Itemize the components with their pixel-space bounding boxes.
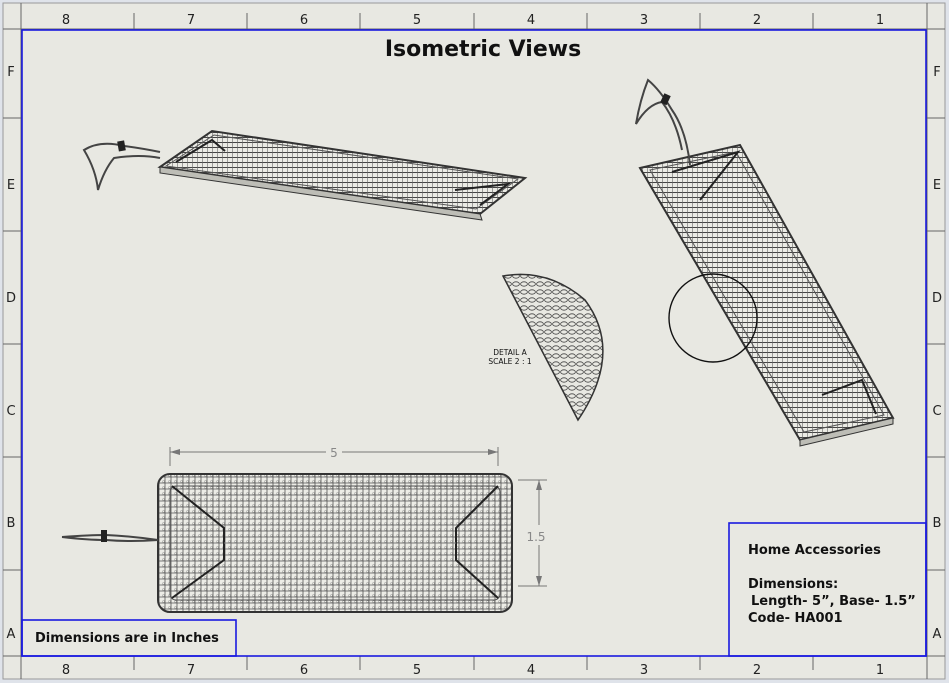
detail-scale: SCALE 2 : 1 bbox=[488, 357, 531, 366]
zone-col-label: 3 bbox=[640, 663, 648, 678]
dimensions-heading: Dimensions: bbox=[748, 577, 838, 592]
isometric-view-side bbox=[635, 78, 895, 447]
zone-col-label: 2 bbox=[753, 663, 761, 678]
zone-col-label: 3 bbox=[640, 13, 648, 28]
zone-col-label: 7 bbox=[187, 13, 195, 28]
zone-col-label: 5 bbox=[413, 663, 421, 678]
zone-col-label: 8 bbox=[62, 13, 70, 28]
drawing-frame bbox=[21, 29, 927, 657]
dimensions-value: Length- 5”, Base- 1.5” bbox=[751, 594, 916, 609]
zone-row-label: F bbox=[7, 65, 14, 80]
dimension-length: 5 bbox=[330, 446, 338, 460]
zone-row-label: B bbox=[7, 516, 16, 531]
title-block bbox=[728, 522, 927, 657]
zone-col-label: 4 bbox=[527, 13, 535, 28]
detail-a-view: DETAIL A SCALE 2 : 1 bbox=[488, 273, 604, 422]
zone-row-label: A bbox=[7, 627, 16, 642]
zone-col-label: 5 bbox=[413, 13, 421, 28]
isometric-view-top bbox=[82, 129, 528, 221]
product-name: Home Accessories bbox=[748, 543, 881, 558]
top-view: 5 1.5 bbox=[61, 446, 547, 613]
detail-circle bbox=[668, 273, 758, 363]
dimension-width: 1.5 bbox=[526, 530, 545, 544]
detail-label: DETAIL A bbox=[493, 348, 527, 357]
note-box bbox=[21, 619, 237, 657]
zone-row-label: D bbox=[932, 291, 942, 306]
sheet-title: Isometric Views bbox=[385, 37, 581, 62]
zone-col-label: 2 bbox=[753, 13, 761, 28]
zone-col-label: 8 bbox=[62, 663, 70, 678]
zone-col-label: 1 bbox=[876, 663, 884, 678]
product-code: Code- HA001 bbox=[748, 611, 843, 626]
zone-row-label: E bbox=[7, 178, 15, 193]
zone-row-label: A bbox=[933, 627, 942, 642]
zone-row-label: D bbox=[6, 291, 16, 306]
units-note: Dimensions are in Inches bbox=[35, 631, 219, 646]
zone-row-label: F bbox=[933, 65, 940, 80]
zone-row-label: C bbox=[932, 404, 941, 419]
column-zone-labels-bottom: 8 7 6 5 4 3 2 1 bbox=[62, 663, 884, 678]
zone-row-label: E bbox=[933, 178, 941, 193]
zone-col-label: 6 bbox=[300, 663, 308, 678]
row-zone-labels-right: F E D C B A bbox=[932, 65, 942, 642]
zone-col-label: 4 bbox=[527, 663, 535, 678]
zone-col-label: 7 bbox=[187, 663, 195, 678]
column-zone-labels-top: 8 7 6 5 4 3 2 1 bbox=[62, 13, 884, 28]
zone-row-label: C bbox=[6, 404, 15, 419]
zone-row-label: B bbox=[933, 516, 942, 531]
row-zone-labels-left: F E D C B A bbox=[6, 65, 16, 642]
zone-col-label: 6 bbox=[300, 13, 308, 28]
zone-col-label: 1 bbox=[876, 13, 884, 28]
